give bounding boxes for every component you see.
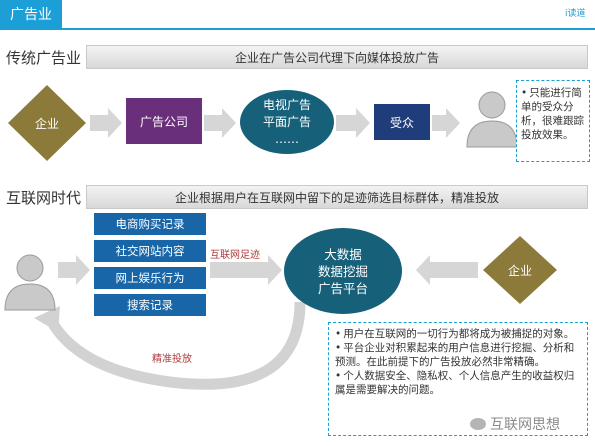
user-icon xyxy=(4,254,56,311)
platform-line: 广告平台 xyxy=(317,280,368,296)
media-item: 电视广告 xyxy=(262,97,311,112)
arrow-behaviors-platform xyxy=(210,255,282,285)
media-item: …… xyxy=(275,131,299,146)
behavior-item: 搜索记录 xyxy=(94,294,206,316)
note-item: 用户在互联网的一切行为都将成为被捕捉的对象。 xyxy=(335,327,581,341)
watermark-text: 互联网思想 xyxy=(490,417,560,433)
header-rule xyxy=(0,28,595,30)
behavior-item: 网上娱乐行为 xyxy=(94,267,206,289)
enterprise-diamond xyxy=(483,236,557,304)
platform-line: 数据挖掘 xyxy=(317,263,368,279)
enterprise-label: 企业 xyxy=(34,117,59,131)
audience-box: 受众 xyxy=(374,104,430,140)
note-item: 个人数据安全、隐私权、个人信息产生的收益权归属是需要解决的问题。 xyxy=(335,369,581,397)
arrow-audience-user xyxy=(432,108,460,138)
arrow-user-behaviors xyxy=(58,255,90,285)
arrow-agency-media xyxy=(204,108,236,138)
brand-label: i读道 xyxy=(565,9,586,19)
internet-label: 互联网时代 xyxy=(6,189,82,207)
traditional-label: 传统广告业 xyxy=(6,49,82,67)
platform-line: 大数据 xyxy=(324,246,362,262)
enterprise-diamond xyxy=(8,85,86,161)
traditional-banner: 企业在广告公司代理下向媒体投放广告 xyxy=(86,45,588,69)
watermark: 互联网思想 xyxy=(470,414,560,434)
enterprise-label: 企业 xyxy=(507,264,532,278)
internet-flow xyxy=(4,236,557,390)
behavior-item: 社交网站内容 xyxy=(94,240,206,262)
internet-note: 用户在互联网的一切行为都将成为被捕捉的对象。 平台企业对积累起来的用户信息进行挖… xyxy=(328,322,588,436)
footprint-label: 互联网足迹 xyxy=(210,250,260,261)
internet-banner: 企业根据用户在互联网中留下的足迹筛选目标群体，精准投放 xyxy=(86,185,588,209)
user-icon xyxy=(466,91,518,148)
wechat-icon xyxy=(470,418,486,430)
media-ellipse: 电视广告 平面广告 …… xyxy=(240,90,334,154)
section-header: 广告业 xyxy=(0,0,62,28)
feedback-arrowhead xyxy=(34,306,60,332)
arrow-enterprise-agency xyxy=(90,108,122,138)
arrow-enterprise-platform xyxy=(416,255,478,285)
agency-box: 广告公司 xyxy=(126,98,202,144)
platform-ellipse: 大数据 数据挖掘 广告平台 xyxy=(284,228,402,314)
feedback-arrow xyxy=(47,301,306,390)
note-item: 平台企业对积累起来的用户信息进行挖掘、分析和预测。在此前提下的广告投放必然非常精… xyxy=(335,341,581,369)
behavior-item: 电商购买记录 xyxy=(94,213,206,235)
note-item: 只能进行简单的受众分析，很难跟踪投放效果。 xyxy=(521,86,585,142)
media-item: 平面广告 xyxy=(262,114,311,129)
precise-label: 精准投放 xyxy=(152,354,192,365)
traditional-note: 只能进行简单的受众分析，很难跟踪投放效果。 xyxy=(516,80,590,162)
arrow-media-audience xyxy=(336,108,370,138)
